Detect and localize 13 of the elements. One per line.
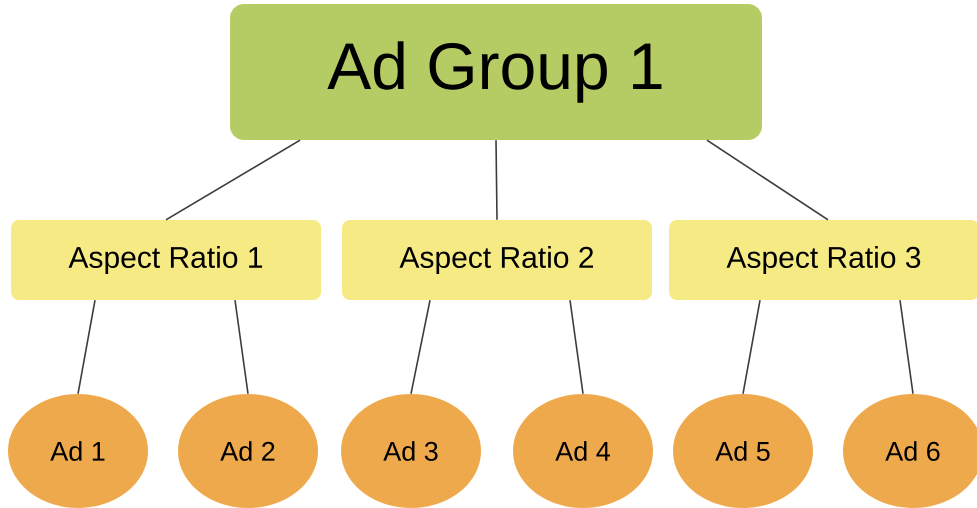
connector-line	[77, 300, 96, 394]
connector-line	[569, 300, 584, 394]
group-box: Ad Group 1	[230, 4, 762, 140]
connector-line	[742, 300, 761, 394]
connector-line	[706, 140, 828, 220]
connector-line	[234, 300, 249, 394]
connector-line	[495, 140, 498, 220]
connector-line	[166, 140, 300, 220]
category-box: Aspect Ratio 3	[669, 220, 977, 300]
connector-line	[410, 300, 431, 394]
category-box: Aspect Ratio 1	[11, 220, 321, 300]
connector-line	[899, 300, 914, 394]
category-box: Aspect Ratio 2	[342, 220, 652, 300]
